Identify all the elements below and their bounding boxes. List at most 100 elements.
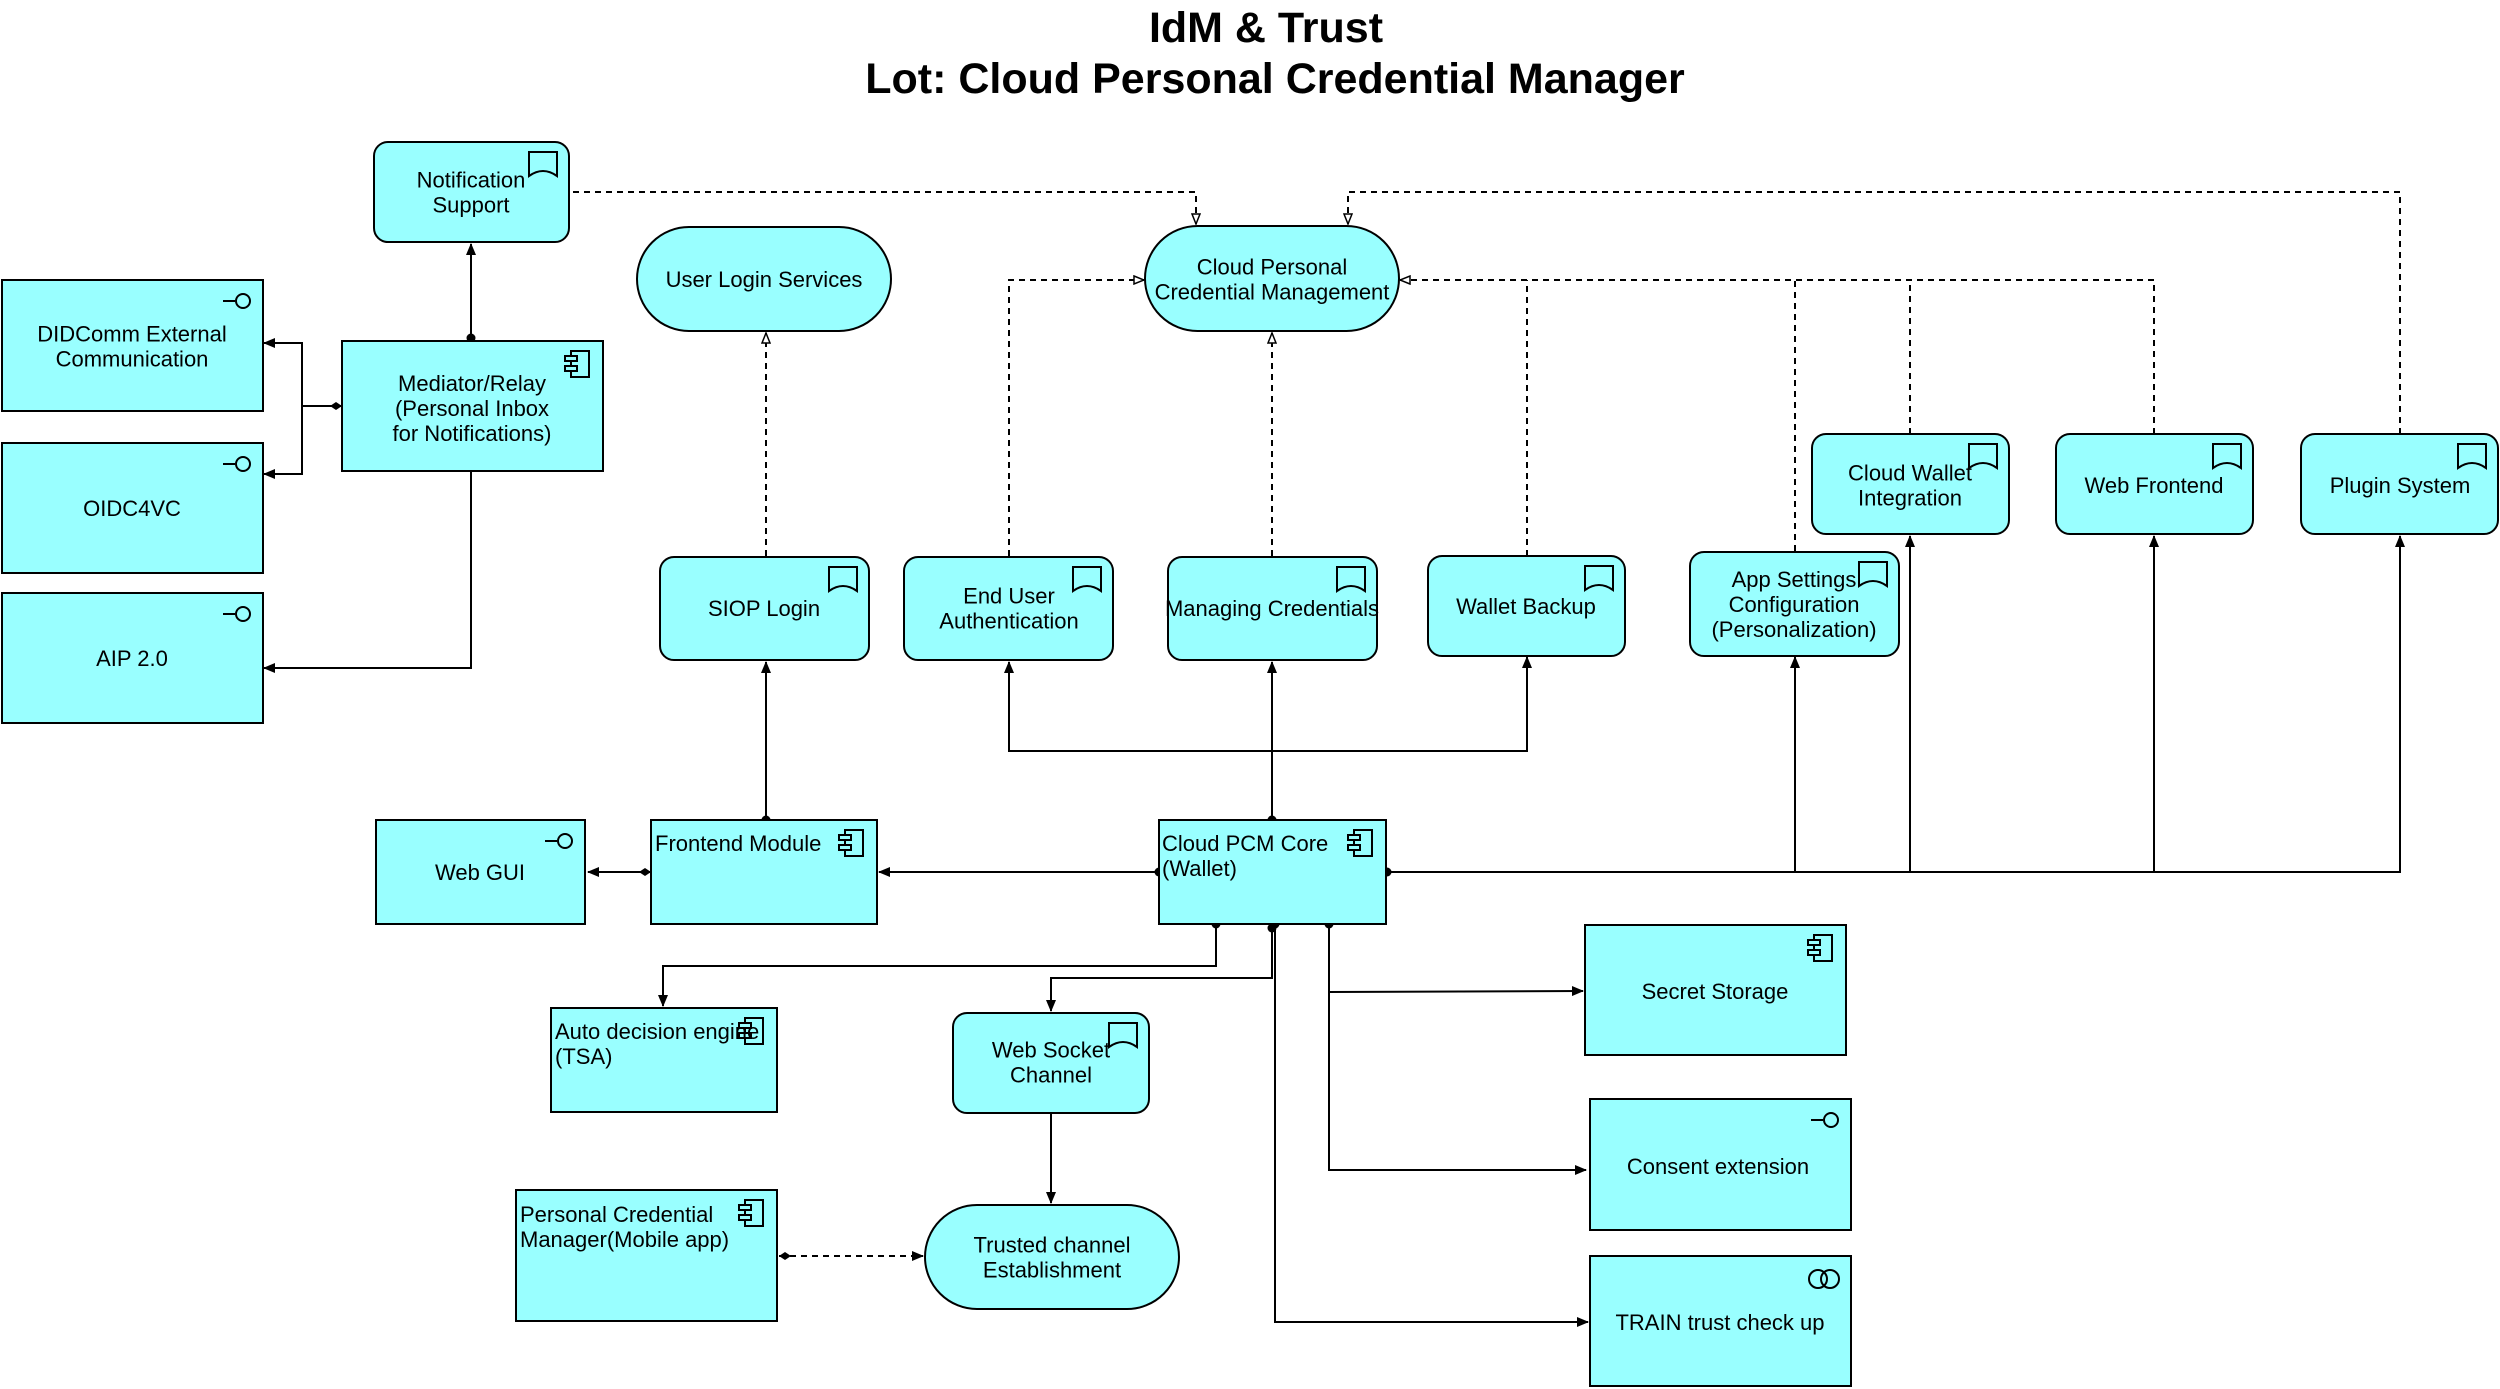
node-label-line: Trusted channel — [974, 1233, 1131, 1258]
node-shape — [373, 141, 570, 243]
node-frontend-module[interactable]: Frontend Module — [650, 819, 878, 925]
diagram-title-line-2: Lot: Cloud Personal Credential Manager — [865, 55, 1685, 103]
edge-plugin-to-cpcm — [1348, 191, 2401, 434]
lollipop-icon — [223, 456, 251, 472]
node-label: Plugin System — [2330, 473, 2471, 498]
edge-core-to-plugin — [1382, 535, 2405, 877]
node-shape — [375, 819, 586, 925]
node-shape — [924, 1204, 1180, 1310]
node-label-line: Cloud Wallet — [1848, 461, 1972, 486]
node-label-line: User Login Services — [666, 267, 863, 292]
node-label-line: Configuration — [1729, 592, 1860, 617]
node-web-frontend[interactable]: Web Frontend — [2055, 433, 2254, 535]
node-label: TRAIN trust check up — [1615, 1310, 1824, 1335]
bookmark-icon — [1108, 1022, 1138, 1049]
node-label-line: for Notifications) — [393, 421, 552, 446]
lollipop-icon — [223, 293, 251, 309]
node-label-line: Mediator/Relay — [398, 371, 546, 396]
component-icon — [838, 829, 864, 857]
collaboration-icon — [1808, 1269, 1840, 1289]
node-label-line: Web Socket — [992, 1038, 1110, 1063]
edge-services-bus-to-cpcm — [1400, 280, 2155, 434]
node-label-line: Establishment — [983, 1258, 1121, 1283]
edge-core-to-consent — [1328, 992, 1587, 1175]
node-shape — [1, 279, 264, 412]
node-label-line: DIDComm External — [37, 322, 226, 347]
edge-mediator-to-aip — [263, 471, 472, 673]
component-icon — [1807, 934, 1833, 962]
node-auto-decision-engine[interactable]: Auto decision engine(TSA) — [550, 1007, 778, 1113]
node-label: Consent extension — [1627, 1154, 1809, 1179]
bookmark-icon — [2457, 443, 2487, 470]
node-label: OIDC4VC — [83, 496, 181, 521]
node-shape — [1584, 924, 1847, 1056]
node-plugin-system[interactable]: Plugin System — [2300, 433, 2499, 535]
node-label-line: Notification — [417, 168, 526, 193]
node-siop-login[interactable]: SIOP Login — [659, 556, 870, 661]
node-managing-credentials[interactable]: Managing Credentials — [1165, 556, 1379, 661]
node-shape — [1, 442, 264, 574]
node-web-gui[interactable]: Web GUI — [375, 819, 586, 925]
edge-core-to-wallet-backup — [1272, 656, 1532, 752]
node-shape — [1, 592, 264, 724]
node-secret-storage[interactable]: Secret Storage — [1584, 924, 1847, 1056]
node-label-line: Integration — [1858, 486, 1962, 511]
node-shape — [659, 556, 870, 661]
bookmark-icon — [1968, 443, 1998, 470]
component-icon — [738, 1199, 764, 1227]
edge-core-to-train — [1270, 919, 1589, 1327]
diagram-title-line-1: IdM & Trust — [1149, 4, 1383, 52]
node-train-trust-check-up[interactable]: TRAIN trust check up — [1589, 1255, 1852, 1387]
edge-core-to-web-socket — [1046, 923, 1277, 1012]
bookmark-icon — [828, 566, 858, 593]
node-label-line: App Settings — [1732, 567, 1857, 592]
node-cloud-pcm-core[interactable]: Cloud PCM Core(Wallet) — [1158, 819, 1387, 925]
node-label: Wallet Backup — [1456, 594, 1596, 619]
node-label-line: SIOP Login — [708, 596, 820, 621]
node-shape — [341, 340, 604, 472]
node-label: Frontend Module — [655, 831, 821, 856]
node-aip-2[interactable]: AIP 2.0 — [1, 592, 264, 724]
node-label-line: Frontend Module — [655, 831, 821, 856]
edge-mediator-to-didcomm — [263, 338, 342, 410]
node-label-line: Cloud Personal — [1197, 255, 1347, 280]
node-shape — [2055, 433, 2254, 535]
bookmark-icon — [1584, 565, 1614, 592]
node-label: SIOP Login — [708, 596, 820, 621]
node-oidc4vc[interactable]: OIDC4VC — [1, 442, 264, 574]
node-user-login-services[interactable]: User Login Services — [636, 226, 892, 332]
node-shape — [636, 226, 892, 332]
node-consent-extension[interactable]: Consent extension — [1589, 1098, 1852, 1231]
node-label: User Login Services — [666, 267, 863, 292]
node-label-line: Plugin System — [2330, 473, 2471, 498]
node-label-line: AIP 2.0 — [96, 646, 168, 671]
node-wallet-backup[interactable]: Wallet Backup — [1427, 555, 1626, 657]
node-label-line: (TSA) — [555, 1044, 612, 1069]
node-shape — [1589, 1255, 1852, 1387]
lollipop-icon — [223, 606, 251, 622]
bookmark-icon — [1858, 561, 1888, 588]
node-label-line: (Personalization) — [1711, 617, 1876, 642]
node-shape — [1811, 433, 2010, 535]
node-shape — [1144, 225, 1400, 332]
node-label-line: Communication — [56, 347, 209, 372]
node-label-line: Credential Management — [1155, 280, 1390, 305]
